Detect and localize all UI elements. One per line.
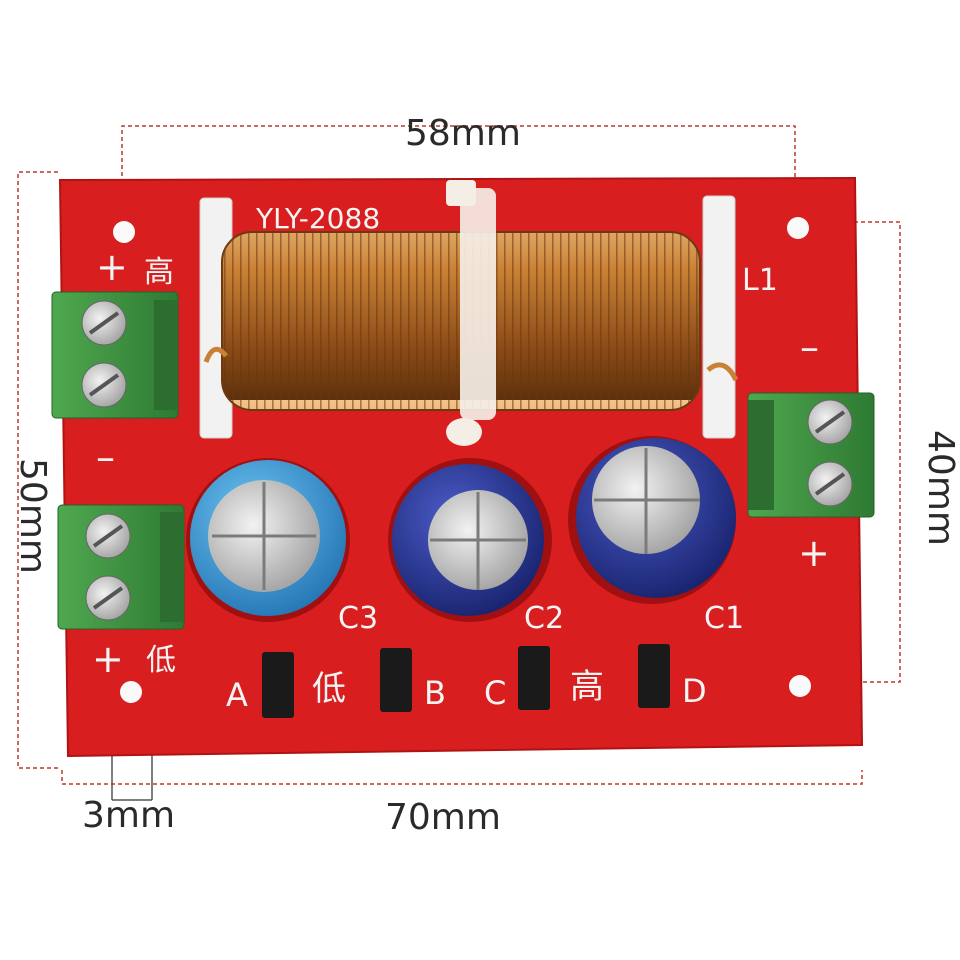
mounting-hole-top-left xyxy=(113,221,135,243)
high-char-label: 高 xyxy=(144,255,174,290)
terminal-block-input xyxy=(747,392,875,518)
mounting-hole-top-right xyxy=(787,217,809,239)
plus-right-label: + xyxy=(798,531,830,575)
jumper-c-label: C xyxy=(484,674,506,712)
low-char-label: 低 xyxy=(146,643,176,678)
capacitor-c3-label: C3 xyxy=(338,601,378,636)
cable-tie xyxy=(446,180,496,446)
high-plus-label: + xyxy=(96,245,128,289)
capacitor-c3 xyxy=(186,458,350,622)
terminal-block-high xyxy=(51,291,179,419)
dimension-top-label: 58mm xyxy=(405,113,521,154)
dimension-right-label: 40mm xyxy=(919,430,960,546)
jumper-d-label: D xyxy=(682,672,707,710)
low-plus-label: + xyxy=(92,637,124,681)
minus-left-label: – xyxy=(96,435,115,479)
jumper-headers xyxy=(262,644,670,718)
low-section-label: 低 xyxy=(312,669,346,709)
model-label: YLY-2088 xyxy=(255,202,380,235)
inductor-label: L1 xyxy=(742,263,778,298)
minus-right-label: – xyxy=(800,325,819,369)
mounting-hole-bottom-left xyxy=(120,681,142,703)
dimension-left-label: 50mm xyxy=(11,458,53,574)
capacitor-c1-label: C1 xyxy=(704,601,744,636)
high-section-label: 高 xyxy=(570,667,604,707)
jumper-b-label: B xyxy=(424,674,446,712)
capacitor-c2 xyxy=(388,458,552,622)
capacitor-c1 xyxy=(568,436,736,604)
terminal-block-low xyxy=(57,504,185,630)
capacitor-c2-label: C2 xyxy=(524,601,564,636)
jumper-a-label: A xyxy=(226,676,248,714)
mounting-hole-bottom-right xyxy=(789,675,811,697)
dimension-hole-label: 3mm xyxy=(82,795,176,836)
dimension-bottom-label: 70mm xyxy=(385,797,501,838)
